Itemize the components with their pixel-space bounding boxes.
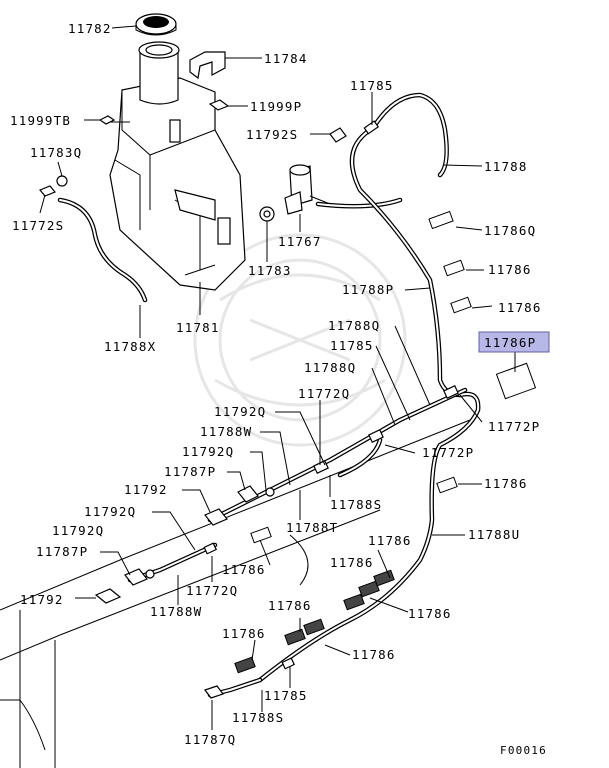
- label-11772s: 11772S: [12, 218, 64, 233]
- reservoir-cap: [135, 13, 177, 36]
- leader-lines: [39, 25, 516, 730]
- highlight-11786p: [478, 331, 550, 353]
- label-11787p-b: 11787P: [36, 544, 88, 559]
- label-11792q-b: 11792Q: [182, 444, 234, 459]
- label-11788: 11788: [484, 159, 528, 174]
- label-11783: 11783: [248, 263, 292, 278]
- hose-clip-top: [329, 127, 347, 143]
- diagram-code: F00016: [500, 744, 547, 757]
- filler-neck: [138, 41, 180, 105]
- pads: [234, 210, 537, 674]
- label-11786-d: 11786: [368, 533, 412, 548]
- label-11792q-d: 11792Q: [52, 523, 104, 538]
- label-11772p-b: 11772P: [422, 445, 474, 460]
- label-11782: 11782: [68, 21, 112, 36]
- label-11788s-a: 11788S: [330, 497, 382, 512]
- label-11784: 11784: [264, 51, 308, 66]
- label-11786-c: 11786: [484, 476, 528, 491]
- label-11772p-a: 11772P: [488, 419, 540, 434]
- label-11787p-a: 11787P: [164, 464, 216, 479]
- label-11772q-b: 11772Q: [186, 583, 238, 598]
- label-11788w-a: 11788W: [200, 424, 252, 439]
- label-11792q-a: 11792Q: [214, 404, 266, 419]
- washer-pump: [284, 164, 331, 215]
- label-11787q: 11787Q: [184, 732, 236, 747]
- fasteners: [39, 99, 275, 222]
- label-11788s-b: 11788S: [232, 710, 284, 725]
- label-11792s: 11792S: [246, 127, 298, 142]
- label-11788q-a: 11788Q: [328, 318, 380, 333]
- label-11999tb: 11999TB: [10, 113, 71, 128]
- hoses: [57, 92, 481, 698]
- label-11785-top: 11785: [350, 78, 394, 93]
- nozzles: [94, 120, 459, 699]
- part-labels: 11782 11784 11999TB 11999P 11785 11792S …: [10, 21, 547, 757]
- label-11788x: 11788X: [104, 339, 156, 354]
- label-11786-a: 11786: [488, 262, 532, 277]
- label-11788t: 11788T: [286, 520, 338, 535]
- label-11792-a: 11792: [124, 482, 168, 497]
- label-11767: 11767: [278, 234, 322, 249]
- label-11783q: 11783Q: [30, 145, 82, 160]
- label-11786-g: 11786: [268, 598, 312, 613]
- label-11785-mid: 11785: [330, 338, 374, 353]
- label-11792q-c: 11792Q: [84, 504, 136, 519]
- label-11788p: 11788P: [342, 282, 394, 297]
- label-11786-f: 11786: [222, 562, 266, 577]
- label-11786-h: 11786: [408, 606, 452, 621]
- label-11788w-b: 11788W: [150, 604, 202, 619]
- label-11785-low: 11785: [264, 688, 308, 703]
- label-11788q-b: 11788Q: [304, 360, 356, 375]
- label-11781: 11781: [176, 320, 220, 335]
- bracket: [189, 51, 226, 80]
- label-11788u: 11788U: [468, 527, 520, 542]
- label-11786-i: 11786: [222, 626, 266, 641]
- label-11999p: 11999P: [250, 99, 302, 114]
- label-11786-j: 11786: [352, 647, 396, 662]
- label-11786p: 11786P: [484, 335, 536, 350]
- reservoir-tank: [109, 77, 246, 291]
- label-11786q: 11786Q: [484, 223, 536, 238]
- label-11792-b: 11792: [20, 592, 64, 607]
- radiator-outline: [0, 419, 471, 768]
- label-11772q-a: 11772Q: [298, 386, 350, 401]
- label-11786-b: 11786: [498, 300, 542, 315]
- watermark-emblem: [193, 233, 407, 447]
- label-11786-e: 11786: [330, 555, 374, 570]
